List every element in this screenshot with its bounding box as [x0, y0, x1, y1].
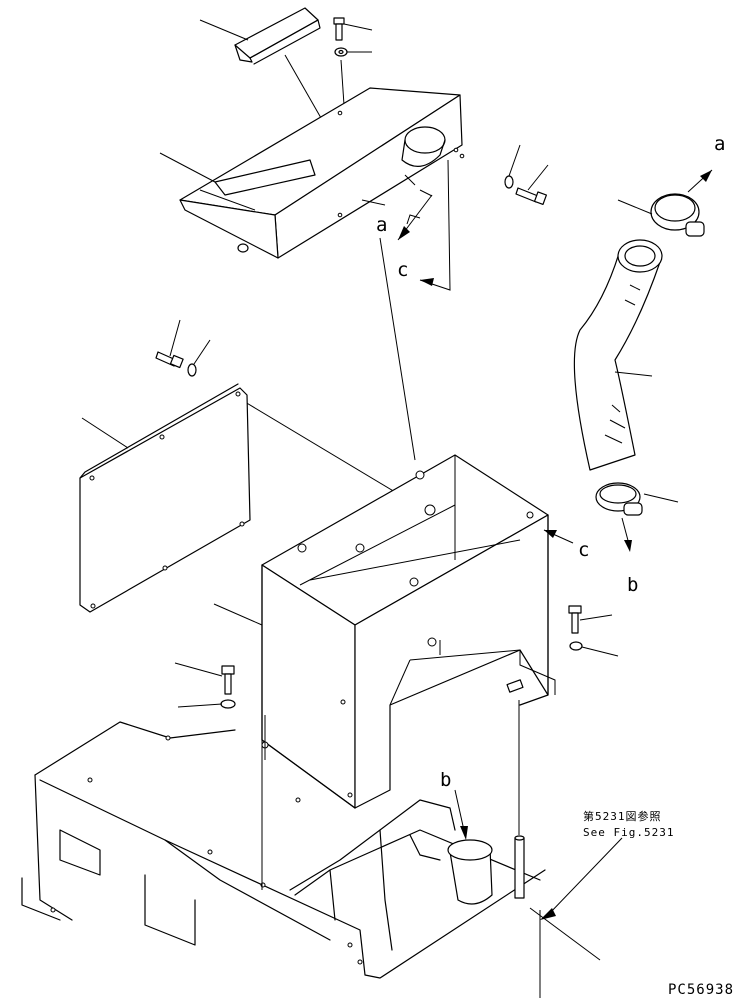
- side-plate: [79, 383, 251, 613]
- lower-left-bolt: [174, 662, 235, 695]
- side-washer: [504, 144, 521, 189]
- arrow-a-callout: [361, 194, 433, 241]
- label-a-top: a: [714, 133, 725, 155]
- reference-leader: [529, 837, 623, 998]
- outlet-pipe: [447, 789, 493, 905]
- right-bolt: [568, 605, 613, 634]
- upper-duct-cover: [159, 87, 465, 259]
- drawing-code: PC56938: [668, 982, 734, 998]
- plate-bolt: [155, 319, 184, 369]
- label-a-mid: a: [376, 214, 387, 236]
- mounting-frame: [21, 715, 546, 979]
- lower-hose-clamp: [595, 482, 679, 552]
- arrow-c-housing: [543, 529, 574, 544]
- right-washer: [569, 641, 619, 657]
- lower-left-washer: [177, 699, 236, 709]
- locating-pin: [514, 700, 525, 899]
- label-b-bottom: b: [440, 769, 451, 791]
- label-c-top: c: [397, 259, 408, 281]
- plate-washer: [187, 339, 211, 377]
- label-c-mid: c: [578, 539, 589, 561]
- arrow-c-callout: [419, 159, 451, 291]
- side-bolt: [515, 164, 549, 206]
- duct-housing: [213, 454, 556, 809]
- reference-text-en: See Fig.5231: [583, 826, 674, 839]
- upper-hose-clamp: [617, 169, 713, 237]
- reference-text-jp: 第5231図参照: [583, 809, 662, 823]
- label-b-right: b: [627, 574, 638, 596]
- top-bolt: [333, 17, 373, 41]
- hose-pipe: [573, 239, 663, 471]
